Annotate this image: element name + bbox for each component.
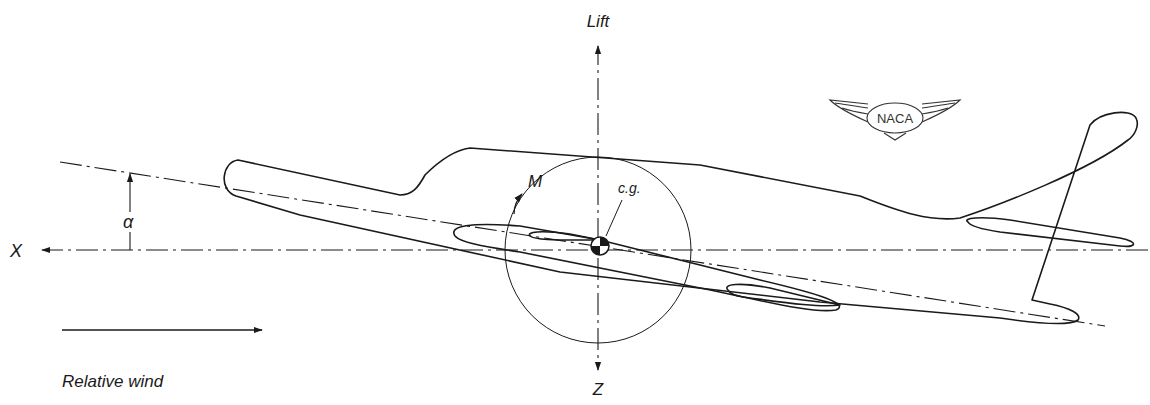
flap-outline [727, 284, 840, 305]
cg-leader [606, 200, 622, 236]
naca-logo [830, 100, 960, 140]
wing-outline [454, 224, 840, 310]
lift-label: Lift [585, 12, 612, 31]
moment-arrow [514, 194, 522, 214]
cg-symbol [591, 237, 609, 255]
relative-wind-arrow [62, 329, 262, 330]
logo-text: NACA [875, 111, 915, 126]
cg-label: c.g. [616, 180, 643, 196]
axis-label: Z [591, 380, 605, 399]
body-axis [60, 162, 1105, 326]
horizontal-tail [967, 218, 1134, 247]
moment-label: M [526, 172, 544, 191]
cg-symbol-fill [591, 237, 609, 255]
moment-circle [505, 157, 691, 343]
axis-label: X [8, 241, 24, 261]
angle-label: α [121, 212, 135, 232]
z-axis [597, 258, 598, 370]
lift-axis [597, 46, 598, 240]
wind-label: Relative wind [60, 372, 165, 391]
wing-slot [529, 232, 600, 240]
